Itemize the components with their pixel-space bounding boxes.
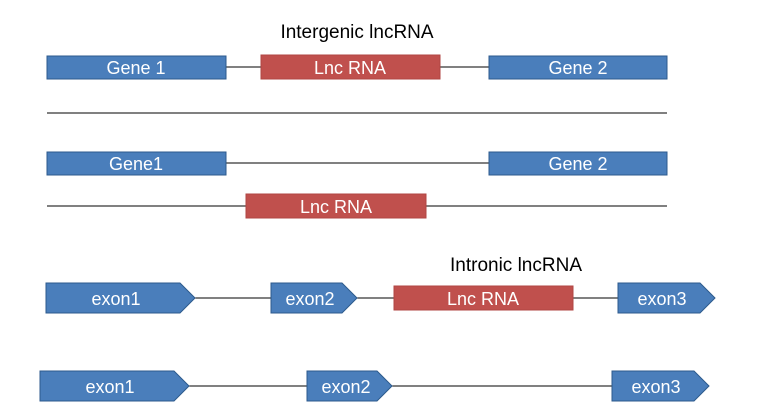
exon-1-label: exon1 (91, 289, 140, 309)
lnc-rna-label-2: Lnc RNA (300, 197, 372, 217)
gene-1-label: Gene 1 (106, 58, 165, 78)
intronic-lnc-rna-box (393, 285, 574, 311)
exon-2-arrow (270, 282, 358, 314)
lnc-rna-box-2 (245, 193, 427, 219)
exon-3-arrow (617, 282, 716, 314)
intronic-row-1: exon1 exon2 Lnc RNA exon3 (45, 282, 716, 314)
intronic-lnc-rna-label: Lnc RNA (447, 289, 519, 309)
exon-3-label: exon3 (637, 289, 686, 309)
intergenic-row-2: Gene1 Gene 2 (46, 151, 668, 176)
intronic-section: Intronic lncRNA exon1 exon2 Lnc RNA exon… (39, 255, 716, 402)
intergenic-row-1: Gene 1 Lnc RNA Gene 2 (46, 54, 668, 80)
intronic-row-2: exon1 exon2 exon3 (39, 370, 710, 402)
exon-1-arrow-2 (39, 370, 190, 402)
gene-2-box (488, 55, 668, 80)
gene-1-box (46, 55, 227, 80)
gene-2-label: Gene 2 (548, 58, 607, 78)
lnc-rna-box (260, 54, 441, 80)
exon-1-label-2: exon1 (85, 377, 134, 397)
gene-1-label-2: Gene1 (109, 154, 163, 174)
exon-3-arrow-2 (611, 370, 710, 402)
exon-2-label: exon2 (285, 289, 334, 309)
gene-2-label-2: Gene 2 (548, 154, 607, 174)
intergenic-section: Intergenic lncRNA Gene 1 Lnc RNA Gene 2 … (46, 22, 668, 219)
gene-2-box-2 (488, 151, 668, 176)
intronic-title: Intronic lncRNA (450, 255, 582, 276)
gene-1-box-2 (46, 151, 227, 176)
exon-3-label-2: exon3 (631, 377, 680, 397)
intergenic-row-3: Lnc RNA (47, 193, 667, 219)
lnc-rna-label: Lnc RNA (314, 58, 386, 78)
exon-2-arrow-2 (306, 370, 393, 402)
exon-2-label-2: exon2 (321, 377, 370, 397)
exon-1-arrow (45, 282, 196, 314)
intergenic-title: Intergenic lncRNA (280, 22, 433, 43)
